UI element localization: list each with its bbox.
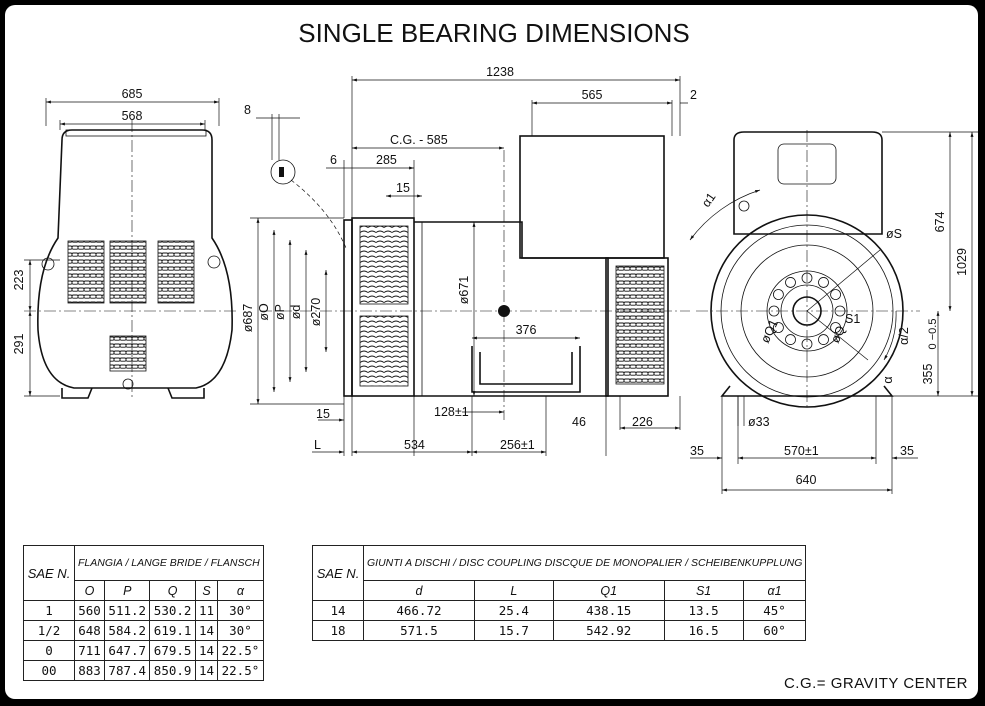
dim-128: 128±1 [434,405,469,419]
gravity-center-note: C.G.= GRAVITY CENTER [784,675,968,692]
dim-35b: 35 [900,444,914,458]
dim-phi270: ø270 [309,298,323,327]
sae-header: SAE N. [312,545,364,601]
col-Q: Q [149,580,196,601]
col-d: d [363,580,475,601]
dim-phiP: øP [273,304,287,320]
dim-570: 570±1 [784,444,819,458]
bolt-holes [768,272,846,350]
col-Q1: Q1 [552,580,665,601]
coupling-columns: d L Q1 S1 α1 [313,580,807,601]
dim-phiQ: øQ [828,323,848,345]
dim-phid: ød [289,305,303,320]
bolt-hole [773,322,784,333]
dim-alpha: α [881,376,895,383]
col-alpha1: α1 [742,580,807,601]
dim-6: 6 [330,153,337,167]
bolt-hole [818,334,829,345]
dim-565: 565 [582,88,603,102]
dim-226: 226 [632,415,653,429]
end-view: α1 øS S1 øQ1 øQ α/2 α 674 1029 355 0 −0.… [689,130,978,494]
dim-285: 285 [376,153,397,167]
dim-1029: 1029 [955,248,969,276]
coupling-header: GIUNTI A DISCHI / DISC COUPLING DISCQUE … [362,545,807,581]
dim-685: 685 [122,87,143,101]
dim-cg: C.G. - 585 [390,133,448,147]
sae-header: SAE N. [23,545,75,601]
page-title: SINGLE BEARING DIMENSIONS [298,18,690,48]
dim-1238: 1238 [486,65,514,79]
dim-15b: 15 [316,407,330,421]
bolt-hole [818,277,829,288]
col-S: S [194,580,219,601]
dim-223: 223 [12,270,26,291]
drawing-sheet: SINGLE BEARING DIMENSIONS 685 568 223 29… [5,5,978,699]
technical-drawing: SINGLE BEARING DIMENSIONS 685 568 223 29… [12,18,978,692]
dim-15a: 15 [396,181,410,195]
dim-8: 8 [244,103,251,117]
coupling-table: SAE N. GIUNTI A DISCHI / DISC COUPLING D… [312,545,807,641]
bolt-hole [830,322,841,333]
dim-S1: S1 [845,312,860,326]
col-S1: S1 [663,580,744,601]
dim-2: 2 [690,88,697,102]
col-O: O [73,580,106,601]
col-alpha: α [217,580,264,601]
bolt-hole [773,289,784,300]
dim-phiQ1: øQ1 [758,317,781,345]
dim-alpha1: α1 [699,190,719,210]
flange-header: FLANGIA / LANGE BRIDE / FLANSCH [74,545,264,581]
col-L: L [473,580,554,601]
dim-phi687: ø687 [241,304,255,333]
dim-phiS: øS [886,227,902,241]
dim-376: 376 [516,323,537,337]
bolt-hole [830,289,841,300]
bolt-hole [785,334,796,345]
dim-534: 534 [404,438,425,452]
dim-674: 674 [933,212,947,233]
dim-35a: 35 [690,444,704,458]
dim-phi671: ø671 [457,276,471,305]
dim-355: 355 [921,364,935,385]
dim-640: 640 [796,473,817,487]
front-view: 685 568 223 291 [12,87,236,400]
side-view: 1238 565 2 8 C.G. - 585 6 285 15 ø687 øO… [241,65,697,456]
dim-alpha2: α/2 [897,327,911,345]
dim-256: 256±1 [500,438,535,452]
dim-L: L [314,438,321,452]
dim-phi33: ø33 [748,415,770,429]
dim-568: 568 [122,109,143,123]
bolt-hole [785,277,796,288]
col-P: P [104,580,151,601]
flange-table: SAE N. FLANGIA / LANGE BRIDE / FLANSCH O… [23,545,264,681]
dim-291: 291 [12,334,26,355]
dim-tolerance: 0 −0.5 [927,319,939,350]
dim-46: 46 [572,415,586,429]
dim-phiO: øO [257,303,271,321]
